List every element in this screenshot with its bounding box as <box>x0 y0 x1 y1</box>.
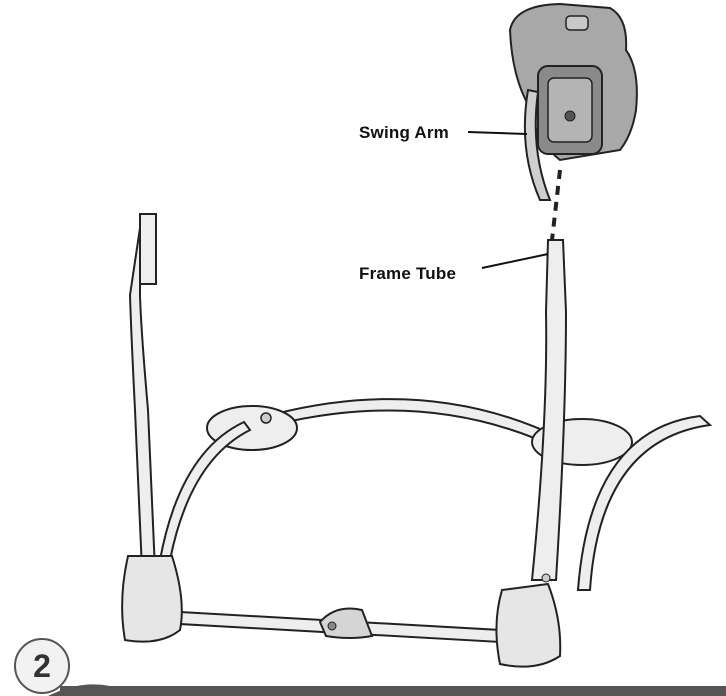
left-upright-cap <box>139 213 157 285</box>
frame-tube-label: Frame Tube <box>359 264 457 283</box>
swing-arm-label: Swing Arm <box>359 123 449 142</box>
right-upright-tube <box>530 239 568 581</box>
frame-tube-leader <box>481 253 549 269</box>
right-front-foot-screw <box>541 573 551 583</box>
swing-arm-leader <box>467 131 528 135</box>
footer-bar <box>60 686 726 696</box>
swing-arm <box>523 88 552 201</box>
motor-top-knob <box>565 15 589 31</box>
right-front-foot <box>495 582 562 668</box>
left-front-foot <box>121 555 183 643</box>
front-center-clip <box>318 607 374 639</box>
footer-bar-curve <box>48 684 110 696</box>
left-rear-foot-screw <box>260 412 272 424</box>
motor-center-hole <box>564 110 576 122</box>
right-side-rail <box>576 414 713 591</box>
step-number-badge: 2 <box>14 638 70 694</box>
motor-front-panel <box>547 77 593 143</box>
front-center-clip-screw <box>327 621 337 631</box>
connection-dash-line <box>550 169 562 241</box>
rear-crossbar <box>273 398 562 450</box>
